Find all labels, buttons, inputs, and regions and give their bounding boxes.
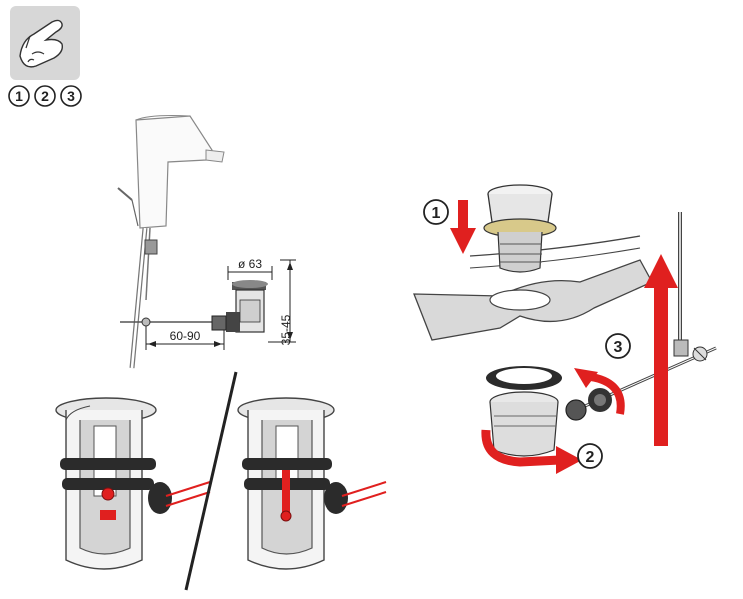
height-dimension: 35-45	[279, 314, 293, 345]
callout-2: 2	[586, 449, 595, 466]
callout-3: 3	[614, 339, 623, 356]
pop-up-rod	[673, 212, 708, 362]
callout-1: 1	[432, 205, 441, 222]
separator-line	[184, 371, 238, 591]
distance-dimension: 60-90	[170, 329, 201, 343]
cutaway-drain-open	[237, 397, 387, 570]
drain-plug-top	[483, 184, 557, 273]
diameter-dimension: ø 63	[238, 257, 262, 271]
rod-connector: 3	[565, 333, 717, 421]
turn-arrow: 2	[481, 429, 603, 474]
pull-up-arrow	[644, 254, 678, 446]
press-down-arrow: 1	[423, 199, 476, 254]
faucet-dimension-drawing: ø 63 35-45 60-90	[117, 115, 296, 369]
step-badge-1: 1	[15, 88, 23, 104]
step-badges: 1 2 3	[8, 85, 82, 107]
hand-pressing-icon	[10, 6, 80, 80]
step-badge-3: 3	[67, 88, 75, 104]
step-badge-2: 2	[41, 88, 49, 104]
cutaway-drain-closed	[55, 397, 211, 570]
drain-body-lower	[486, 366, 562, 457]
